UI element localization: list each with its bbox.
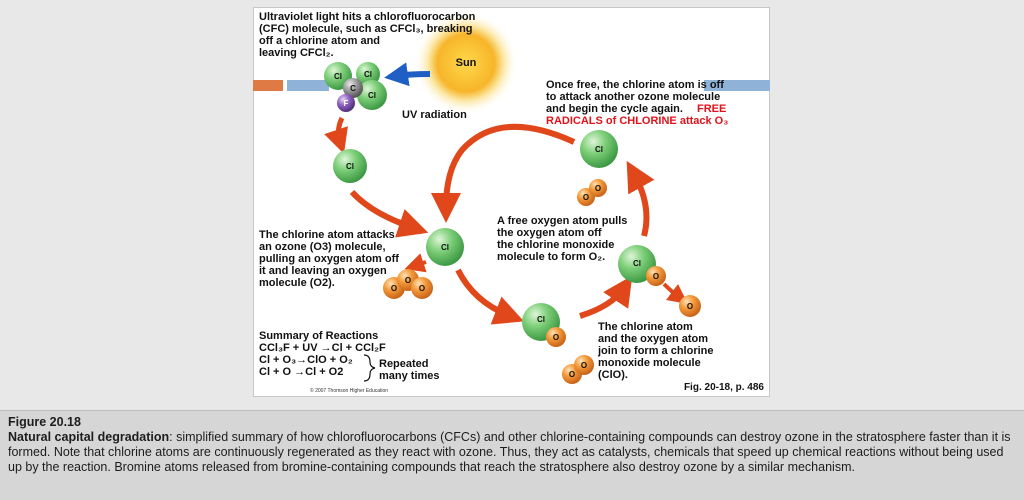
arrow-cl-to-ozone [349, 189, 429, 238]
figure-caption: Figure 20.18 Natural capital degradation… [0, 410, 1024, 500]
svg-text:Cl: Cl [633, 259, 641, 268]
svg-text:the oxygen atom off: the oxygen atom off [497, 227, 602, 239]
svg-text:Cl: Cl [441, 243, 449, 252]
svg-text:O: O [595, 184, 601, 193]
svg-text:O: O [653, 272, 659, 281]
svg-text:many times: many times [379, 370, 440, 382]
arrow-clo-to-right [579, 275, 633, 319]
sun-icon [414, 11, 518, 115]
svg-text:(CFC) molecule, such as CFCl₃,: (CFC) molecule, such as CFCl₃, breaking [259, 23, 473, 35]
text-pull: A free oxygen atom pulls the oxygen atom… [497, 215, 627, 263]
svg-text:Cl: Cl [346, 162, 354, 171]
sun-label: Sun [456, 57, 477, 69]
svg-text:monoxide molecule: monoxide molecule [598, 357, 701, 369]
svg-text:O: O [583, 193, 589, 202]
svg-text:Cl: Cl [364, 70, 372, 79]
oxygen-atom-free: O [679, 295, 701, 317]
svg-text:A free oxygen atom pulls: A free oxygen atom pulls [497, 215, 627, 227]
chlorine-monoxide-bottom: Cl O [522, 303, 566, 347]
svg-text:CCl₃F + UV →Cl + CCl₂F: CCl₃F + UV →Cl + CCl₂F [259, 342, 386, 354]
svg-text:O: O [569, 370, 575, 379]
text-once-free: Once free, the chlorine atom is off to a… [546, 79, 728, 127]
svg-text:The chlorine atom: The chlorine atom [598, 321, 693, 333]
svg-text:O: O [405, 276, 411, 285]
caption-figure-label: Figure 20.18 [8, 415, 81, 429]
arrow-cycle-right [626, 160, 655, 237]
svg-text:RADICALS of CHLORINE attack O₃: RADICALS of CHLORINE attack O₃ [546, 115, 728, 127]
chlorine-atom-cycle-top: Cl [580, 130, 618, 168]
chlorine-monoxide-right: Cl O [618, 245, 666, 286]
svg-text:Summary of Reactions: Summary of Reactions [259, 330, 378, 342]
svg-text:C: C [350, 84, 356, 93]
band-orange [253, 80, 283, 91]
band-blue-right [704, 80, 770, 91]
uv-radiation-label: UV radiation [402, 109, 467, 121]
svg-text:O: O [391, 284, 397, 293]
svg-text:Cl + O →Cl + O2: Cl + O →Cl + O2 [259, 366, 343, 378]
svg-text:Cl: Cl [334, 72, 342, 81]
arrow-cfc-to-cl [324, 116, 348, 154]
text-uv-hits: Ultraviolet light hits a chlorofluorocar… [259, 11, 476, 59]
svg-text:leaving CFCl₂.: leaving CFCl₂. [259, 47, 334, 59]
svg-text:Cl: Cl [368, 91, 376, 100]
oxygen-molecule-top: O O [577, 179, 607, 206]
text-join: The chlorine atom and the oxygen atom jo… [597, 321, 714, 381]
repeated-brace [363, 354, 376, 382]
svg-text:O: O [687, 302, 693, 311]
svg-text:The chlorine atom attacks: The chlorine atom attacks [259, 229, 395, 241]
svg-text:off a chlorine atom and: off a chlorine atom and [259, 35, 380, 47]
caption-body: : simplified summary of how chlorofluoro… [8, 430, 1011, 474]
svg-text:an ozone (O3) molecule,: an ozone (O3) molecule, [259, 241, 386, 253]
svg-text:Cl + O₃→ClO + O₂: Cl + O₃→ClO + O₂ [259, 354, 353, 366]
svg-text:Cl: Cl [595, 145, 603, 154]
svg-text:F: F [344, 99, 349, 108]
arrow-ozone-pull [404, 253, 427, 273]
uv-arrow [384, 62, 431, 87]
svg-text:molecule to form O₂.: molecule to form O₂. [497, 251, 605, 263]
svg-text:molecule (O2).: molecule (O2). [259, 277, 335, 289]
arrow-cycle-top [431, 123, 576, 223]
svg-text:it and leaving an oxygen: it and leaving an oxygen [259, 265, 387, 277]
figure-reference: Fig. 20-18, p. 486 [684, 382, 764, 393]
text-attack: The chlorine atom attacks an ozone (O3) … [259, 229, 399, 289]
caption-text: Natural capital degradation: simplified … [8, 430, 1016, 475]
summary-of-reactions: Summary of Reactions CCl₃F + UV →Cl + CC… [259, 330, 440, 382]
svg-text:FREE: FREE [697, 103, 726, 115]
svg-text:and begin the cycle again.: and begin the cycle again. [546, 103, 683, 115]
svg-text:the chlorine monoxide: the chlorine monoxide [497, 239, 614, 251]
svg-text:Repeated: Repeated [379, 358, 429, 370]
svg-text:O: O [553, 333, 559, 342]
chlorine-atom-attack: Cl [426, 228, 464, 266]
svg-text:O: O [581, 361, 587, 370]
svg-text:to attack another ozone molecu: to attack another ozone molecule [546, 91, 720, 103]
oxygen-molecule-bottom: O O [562, 355, 594, 384]
svg-text:(ClO).: (ClO). [598, 369, 628, 381]
svg-text:pulling an oxygen atom off: pulling an oxygen atom off [259, 253, 399, 265]
copyright: © 2007 Thomson Higher Education [310, 387, 388, 394]
svg-text:O: O [419, 284, 425, 293]
svg-text:Once free, the chlorine atom i: Once free, the chlorine atom is off [546, 79, 724, 91]
chlorine-atom-free: Cl [333, 149, 367, 183]
svg-text:Ultraviolet light hits a chlor: Ultraviolet light hits a chlorofluorocar… [259, 11, 476, 23]
oxygen-molecule-left: O O O [383, 269, 433, 299]
ozone-depletion-diagram: Sun UV radiation Cl Cl Cl C F Cl Cl [253, 11, 770, 394]
svg-text:and the oxygen atom: and the oxygen atom [598, 333, 708, 345]
arrow-o-release [662, 282, 688, 305]
svg-text:join to form a chlorine: join to form a chlorine [597, 345, 714, 357]
caption-title: Natural capital degradation [8, 430, 170, 444]
svg-text:Cl: Cl [537, 315, 545, 324]
arrow-cycle-bottom [455, 268, 524, 325]
cfc-molecule: Cl Cl Cl C F [324, 62, 387, 112]
band-blue-left [287, 80, 329, 91]
